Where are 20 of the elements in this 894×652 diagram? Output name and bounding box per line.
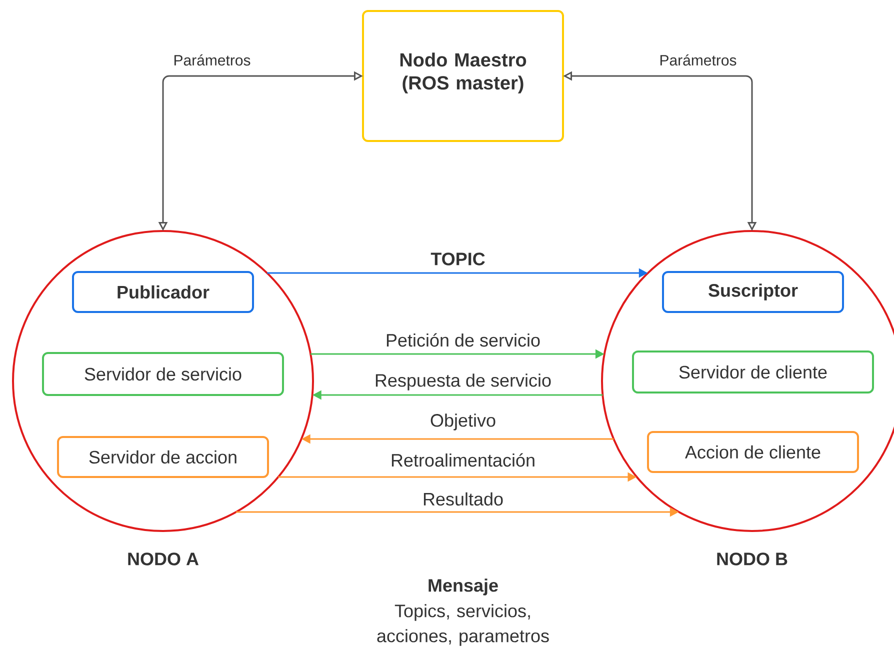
- caption-text: Topics, servicios, acciones, parametros: [377, 604, 549, 646]
- node-box: Servidor de servicio: [42, 352, 284, 396]
- edge-label: Parámetros: [172, 53, 252, 67]
- edge-label: Retroalimentación: [389, 452, 537, 468]
- edge-label: Parámetros: [658, 53, 738, 67]
- node-box: Servidor de accion: [57, 436, 269, 478]
- master-box: Nodo Maestro (ROS master): [362, 10, 564, 142]
- edge-label: Objetivo: [429, 412, 498, 432]
- edge-label: Petición de servicio: [384, 332, 542, 348]
- node-title: NODO A: [128, 552, 199, 566]
- node-box: Suscriptor: [662, 271, 844, 313]
- node-box: Publicador: [72, 271, 254, 313]
- node-box: Servidor de cliente: [632, 350, 874, 394]
- caption-title: Mensaje: [428, 578, 498, 596]
- node-title: NODO B: [717, 552, 788, 566]
- edge-label: Respuesta de servicio: [373, 372, 553, 392]
- edge-label: TOPIC: [430, 252, 486, 266]
- node-circle: [12, 230, 314, 532]
- edge-label: Resultado: [421, 491, 505, 507]
- node-box: Accion de cliente: [647, 430, 859, 473]
